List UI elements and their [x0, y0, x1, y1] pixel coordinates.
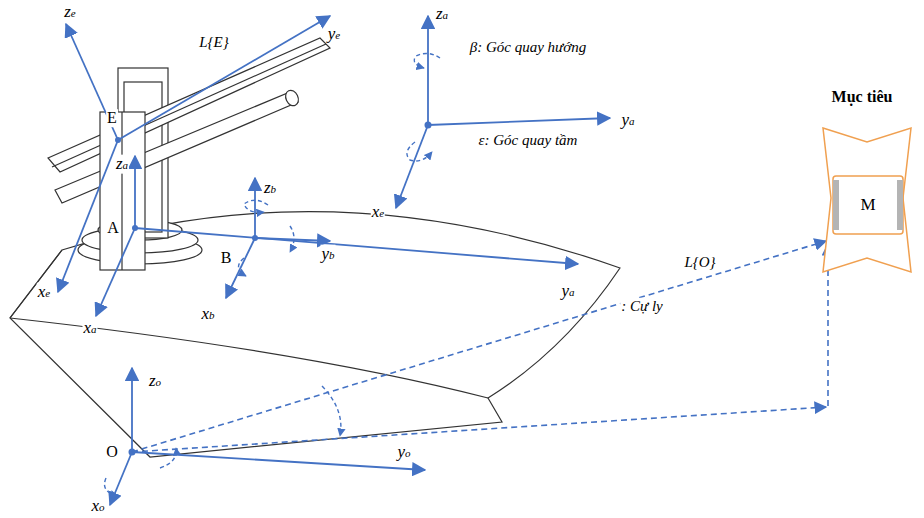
axis-label: zo [148, 372, 162, 391]
target-banner [803, 88, 921, 280]
point-label: E [106, 109, 118, 127]
target-box: Mục tiêuM [803, 88, 921, 280]
axis-label: xo [90, 497, 105, 516]
target-plate [833, 176, 903, 234]
annotation-label: : Cự ly [620, 298, 664, 315]
target-mark: M [858, 195, 877, 215]
axis-label: yb [320, 245, 335, 264]
annotation-label: L{E} [198, 34, 230, 51]
axis-label: xb [200, 305, 215, 324]
axis-label: xe [371, 203, 385, 222]
coordinate-axes [58, 16, 610, 505]
rotation-arcs [105, 53, 441, 496]
frame-origins [115, 122, 432, 456]
target-lines [132, 241, 828, 452]
point-label: B [220, 249, 233, 267]
axis-label: ye [327, 25, 341, 44]
annotation-label: ε: Góc quay tầm [478, 132, 579, 149]
axis-label: zb [263, 179, 277, 198]
axis-label: ya [560, 282, 575, 301]
axis-label: ya [620, 111, 635, 130]
banner-outline [823, 128, 911, 272]
axis-label: za [435, 5, 449, 24]
point-label: O [105, 443, 119, 461]
annotation-label: β: Góc quay hướng [469, 39, 588, 56]
axis-label: ze [63, 3, 77, 22]
target-title: Mục tiêu [803, 88, 921, 106]
plate-side [897, 180, 903, 230]
axis-label: xa [82, 319, 97, 338]
axis-label: yo [396, 443, 411, 462]
point-label: A [106, 219, 120, 237]
annotation-label: L{O} [683, 254, 716, 271]
launcher-turret [48, 38, 330, 270]
axis-label: xe [37, 283, 51, 302]
plate-side [833, 180, 839, 230]
axis-label: za [115, 155, 129, 174]
